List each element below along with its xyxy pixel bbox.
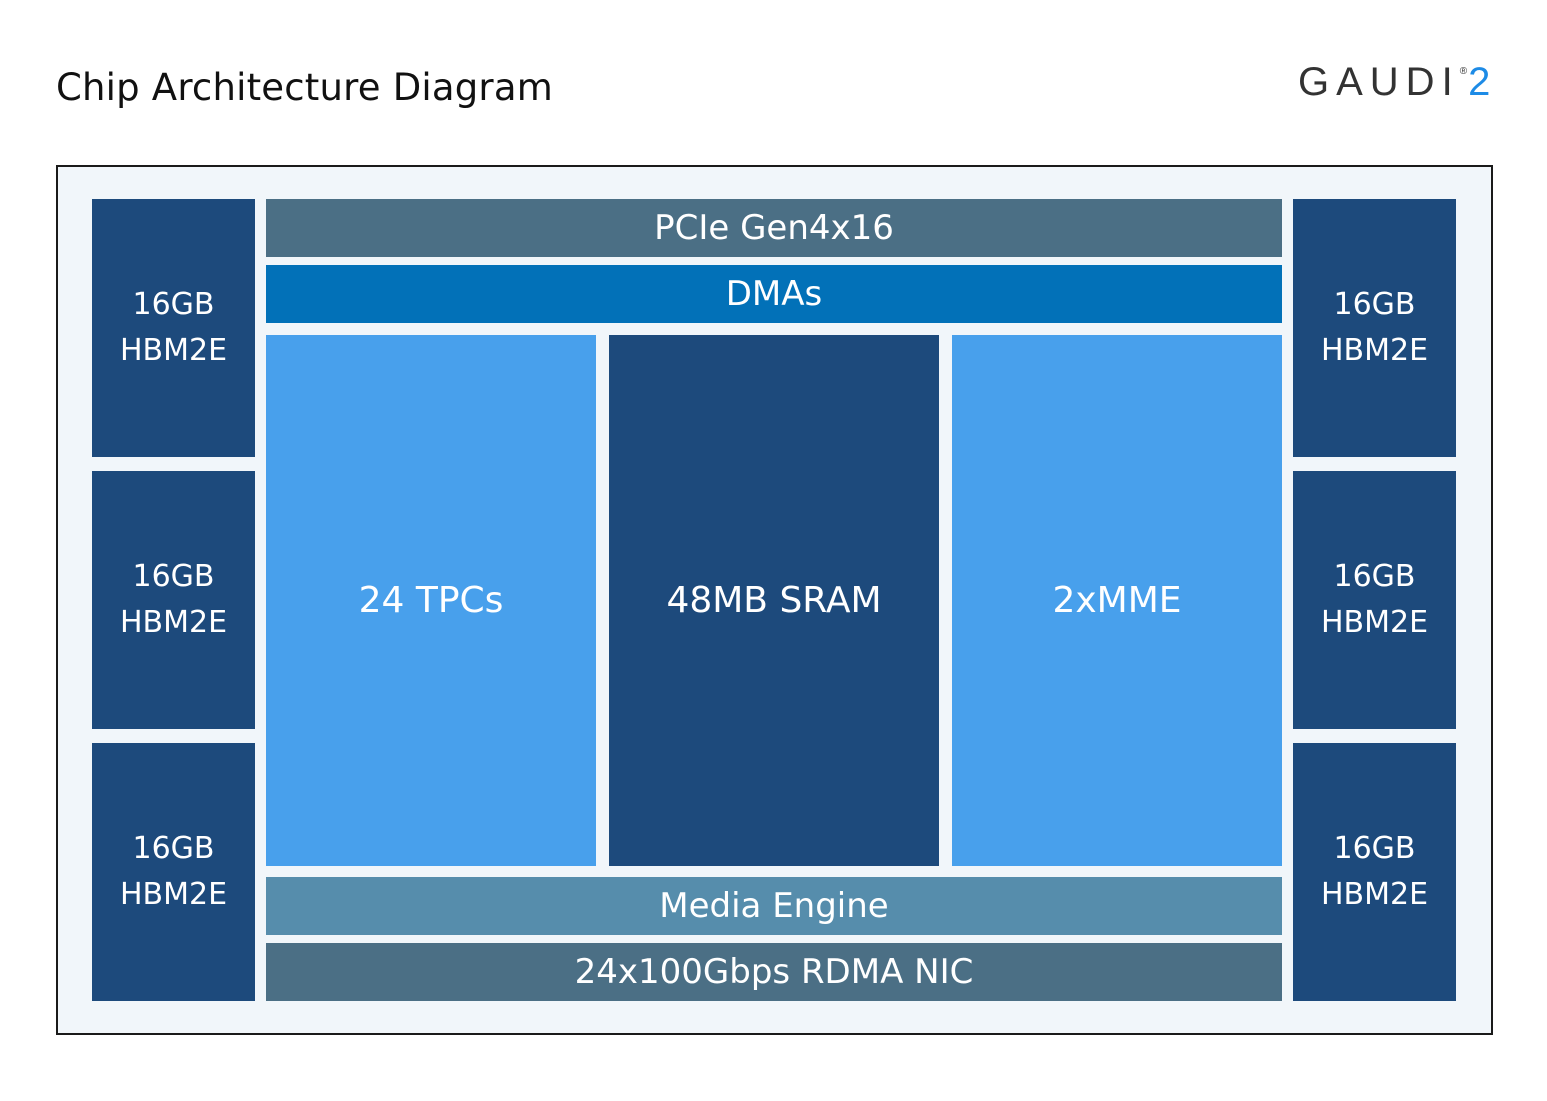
hbm-capacity: 16GB [132, 559, 215, 594]
hbm-left-2: 16GB HBM2E [92, 471, 255, 729]
hbm-type: HBM2E [1320, 877, 1429, 912]
hbm-type: HBM2E [119, 605, 228, 640]
sram-block: 48MB SRAM [609, 335, 939, 866]
hbm-left-1: 16GB HBM2E [92, 199, 255, 457]
pcie-block: PCIe Gen4x16 [266, 199, 1282, 257]
hbm-left-3: 16GB HBM2E [92, 743, 255, 1001]
mme-label: 2xMME [1052, 580, 1182, 621]
hbm-type: HBM2E [1320, 605, 1429, 640]
hbm-type: HBM2E [1320, 333, 1429, 368]
gaudi2-logo: GAUDI ® 2 [1298, 60, 1490, 110]
media-engine-block: Media Engine [266, 877, 1282, 935]
dma-block: DMAs [266, 265, 1282, 323]
hbm-capacity: 16GB [1333, 831, 1416, 866]
registered-mark: ® [1459, 66, 1468, 77]
dma-label: DMAs [725, 274, 823, 314]
tpc-block: 24 TPCs [266, 335, 596, 866]
hbm-right-2: 16GB HBM2E [1293, 471, 1456, 729]
hbm-type: HBM2E [119, 333, 228, 368]
hbm-capacity: 16GB [132, 287, 215, 322]
mme-block: 2xMME [952, 335, 1282, 866]
logo-text: GAUDI [1298, 60, 1460, 104]
hbm-type: HBM2E [119, 877, 228, 912]
sram-label: 48MB SRAM [666, 580, 882, 621]
rdma-nic-label: 24x100Gbps RDMA NIC [574, 952, 974, 992]
pcie-label: PCIe Gen4x16 [654, 208, 894, 248]
logo-number: 2 [1468, 60, 1491, 104]
tpc-label: 24 TPCs [358, 580, 504, 621]
page-title: Chip Architecture Diagram [56, 66, 553, 109]
rdma-nic-block: 24x100Gbps RDMA NIC [266, 943, 1282, 1001]
chip-diagram: 16GB HBM2E 16GB HBM2E 16GB HBM2E 16GB HB… [56, 165, 1493, 1035]
hbm-capacity: 16GB [1333, 559, 1416, 594]
hbm-capacity: 16GB [1333, 287, 1416, 322]
media-engine-label: Media Engine [659, 886, 889, 926]
hbm-right-1: 16GB HBM2E [1293, 199, 1456, 457]
hbm-right-3: 16GB HBM2E [1293, 743, 1456, 1001]
hbm-capacity: 16GB [132, 831, 215, 866]
